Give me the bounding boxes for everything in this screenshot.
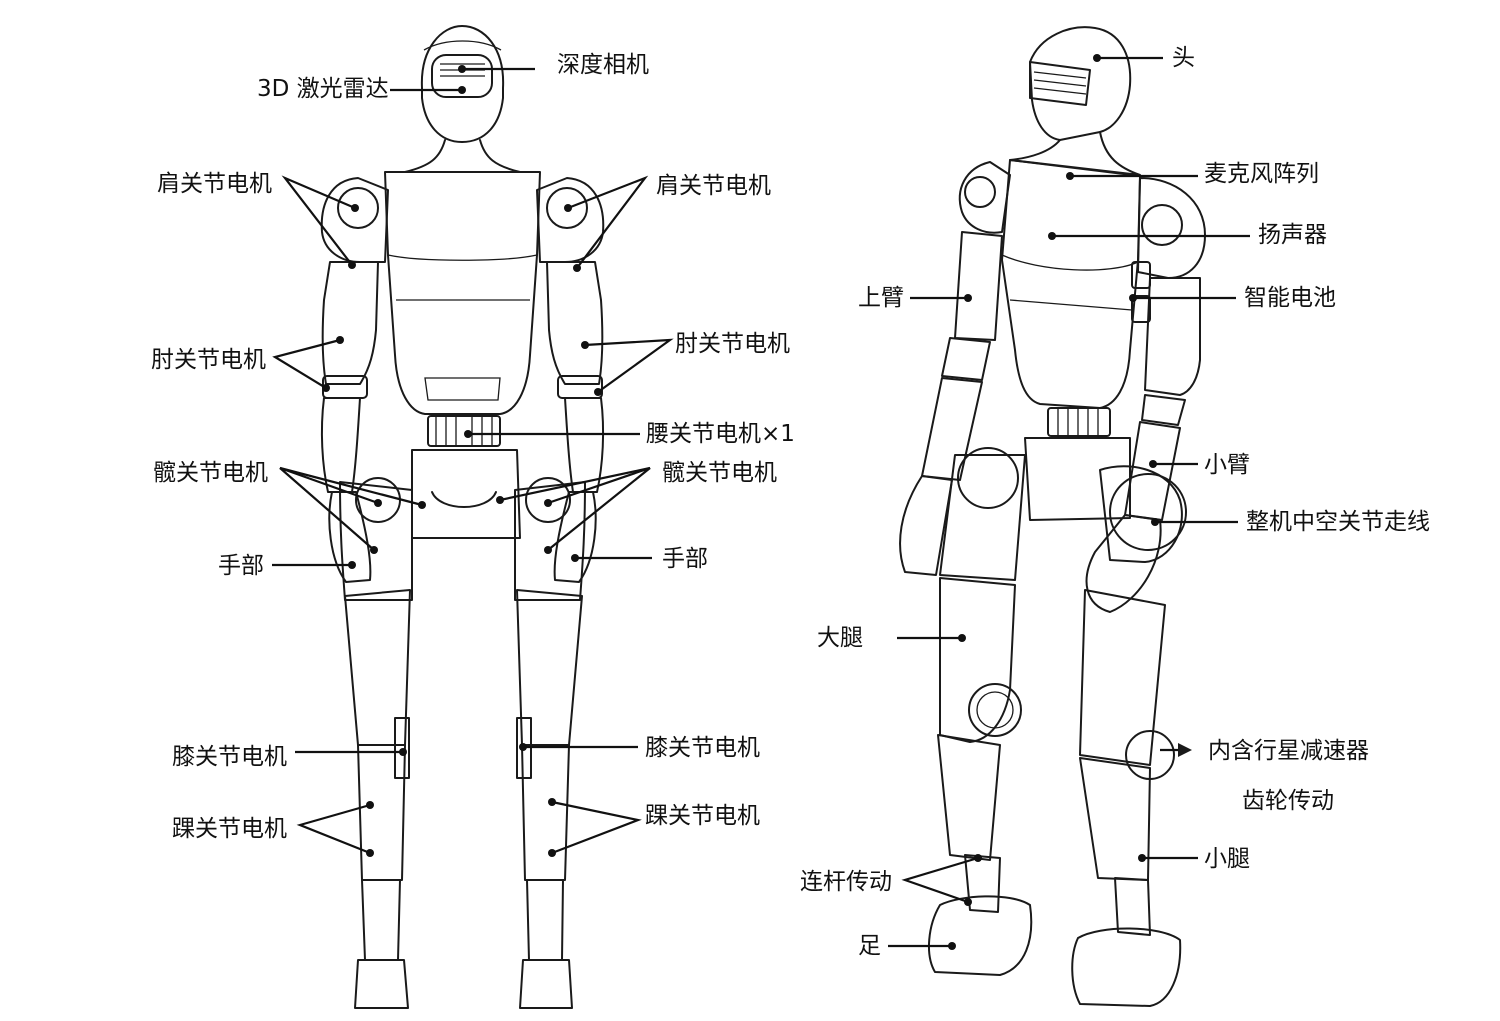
side-back-leg [928,447,1033,976]
leader-lines [272,54,1250,950]
label-hollow-wiring: 整机中空关节走线 [1246,509,1430,535]
front-neck [404,139,521,173]
label-knee-right: 膝关节电机 [645,735,760,761]
label-planetary-line2: 齿轮传动 [1242,788,1334,814]
label-smart-battery: 智能电池 [1244,285,1336,311]
label-ankle-left: 踝关节电机 [172,816,287,842]
side-view-robot [899,26,1206,1007]
side-front-leg [1071,465,1187,1007]
side-back-arm [899,161,1011,576]
label-elbow-left: 肘关节电机 [151,347,266,373]
label-lidar: 3D 激光雷达 [257,76,389,102]
label-linkage: 连杆传动 [800,869,892,895]
front-view-robot [320,25,605,1009]
label-thigh: 大腿 [817,625,863,651]
side-waist [1024,407,1131,521]
label-hip-right: 髋关节电机 [662,460,777,486]
label-shank: 小腿 [1204,846,1250,872]
label-mic-array: 麦克风阵列 [1204,161,1319,187]
label-ankle-right: 踝关节电机 [645,803,760,829]
label-depth-camera: 深度相机 [557,52,649,78]
label-shoulder-right: 肩关节电机 [656,173,771,199]
side-head [1029,26,1132,141]
label-speaker: 扬声器 [1258,222,1327,248]
label-knee-left: 膝关节电机 [172,744,287,770]
front-waist [427,415,501,447]
label-waist: 腰关节电机×1 [646,421,795,447]
label-hand-left: 手部 [218,553,264,579]
label-hip-left: 髋关节电机 [153,460,268,486]
side-torso [1001,131,1151,409]
side-front-arm [1085,177,1206,613]
front-left-leg [339,477,413,1009]
label-head: 头 [1172,45,1195,71]
label-planetary-line1: 内含行星减速器 [1208,738,1369,764]
label-foot: 足 [858,933,881,959]
label-shoulder-left: 肩关节电机 [157,171,272,197]
label-elbow-right: 肘关节电机 [675,331,790,357]
front-pelvis [411,449,521,539]
label-upper-arm: 上臂 [858,285,904,311]
front-head [420,25,505,143]
front-torso [384,171,541,415]
label-hand-right: 手部 [662,546,708,572]
label-forearm: 小臂 [1204,452,1250,478]
